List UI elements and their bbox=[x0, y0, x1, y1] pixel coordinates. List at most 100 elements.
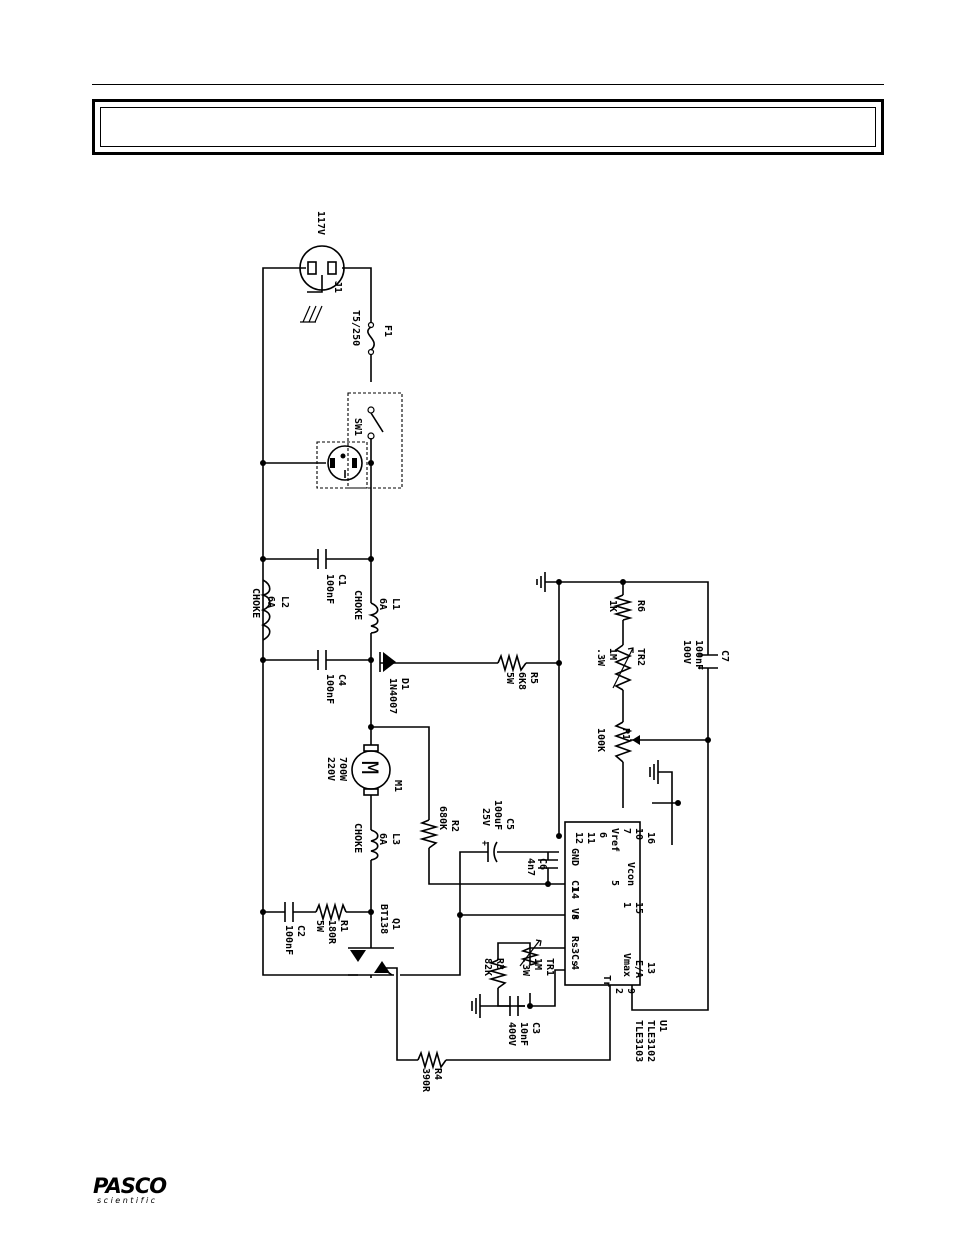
c5-capacitor: + C5 100uF 25V bbox=[480, 800, 515, 863]
c3-voltage-label: 400V bbox=[506, 1022, 517, 1046]
tr1-ref-label: TR1 bbox=[544, 958, 555, 976]
pin-1-label: 1 bbox=[621, 902, 632, 908]
pin-10-label: 10 bbox=[633, 828, 644, 840]
l2-ref-label: L2 bbox=[279, 596, 290, 608]
ground-icon-ic bbox=[649, 760, 659, 784]
c6-capacitor: C6 4n7 bbox=[525, 858, 558, 876]
d1-diode: D1 1N4007 bbox=[379, 652, 410, 714]
r1-power-label: 5W bbox=[314, 920, 325, 933]
pin-8-label: 8 bbox=[569, 914, 580, 920]
r6-ref-label: R6 bbox=[635, 600, 646, 612]
ground-icon-c3 bbox=[471, 994, 481, 1018]
pin-7-label: 7 bbox=[621, 828, 632, 834]
j1-ref-label: J1 bbox=[332, 281, 343, 293]
tr1-trimmer: TR1 1M .3W bbox=[519, 939, 555, 977]
ground-symbols bbox=[471, 572, 659, 1018]
tr2-trimmer: TR2 1M .3W bbox=[595, 644, 646, 691]
header-rule bbox=[92, 84, 884, 85]
l3-value-label: 6A bbox=[377, 833, 388, 845]
pin-11-label: 11 bbox=[585, 832, 596, 844]
l1-type-label: CHOKE bbox=[352, 590, 363, 620]
m1-symbol: M bbox=[356, 761, 381, 774]
r4-ref-label: R4 bbox=[432, 1068, 443, 1080]
pin-tr-label: Tr bbox=[601, 975, 612, 987]
c1-ref-label: C1 bbox=[336, 574, 347, 586]
r4-resistor: R4 390R bbox=[417, 1050, 447, 1093]
p1-value-label: 100K bbox=[595, 728, 606, 752]
u1-ref-label: U1 bbox=[657, 1020, 668, 1032]
l1-choke: L1 6A CHOKE bbox=[352, 590, 401, 634]
c5-polarity: + bbox=[482, 839, 488, 849]
r3-resistor: R3 82K bbox=[482, 958, 508, 989]
q1-value-label: BT138 bbox=[378, 904, 389, 934]
u1-part-a-label: TLE3102 bbox=[645, 1020, 656, 1062]
r5-value-label: 6K8 bbox=[516, 672, 527, 690]
logo-wordmark: PASCO bbox=[93, 1174, 167, 1198]
u1-ic: 12 11 6 GND CI Vs Rs Cs 14 8 3 4 Tr 2 9 … bbox=[564, 821, 668, 1062]
pin-vs-label: Vs bbox=[569, 908, 580, 920]
pin-3-label: 3 bbox=[569, 948, 580, 954]
r1-ref-label: R1 bbox=[338, 920, 349, 932]
m1-value-label: 700W bbox=[337, 757, 348, 782]
r4-value-label: 390R bbox=[420, 1068, 431, 1093]
pin-6-label: 6 bbox=[597, 832, 608, 838]
d1-ref-label: D1 bbox=[399, 678, 410, 690]
c3-ref-label: C3 bbox=[530, 1022, 541, 1034]
r5-power-label: 5W bbox=[504, 672, 515, 685]
logo-tagline: scientific bbox=[97, 1196, 158, 1205]
c1-capacitor: C1 100nF bbox=[317, 549, 347, 604]
d1-value-label: 1N4007 bbox=[387, 678, 398, 714]
pasco-logo: PASCO scientific bbox=[93, 1174, 177, 1206]
c4-ref-label: C4 bbox=[336, 674, 347, 686]
r2-resistor: R2 680K bbox=[419, 806, 460, 849]
c4-capacitor: C4 100nF bbox=[317, 650, 347, 704]
f1-ref-label: F1 bbox=[382, 325, 393, 337]
pin-15-label: 15 bbox=[633, 902, 644, 914]
sw1-switch: SW1 bbox=[316, 392, 403, 489]
pin-13-label: 13 bbox=[645, 962, 656, 974]
p1-ref-label: P1 bbox=[620, 728, 631, 740]
pin-vmax-label: Vmax bbox=[621, 953, 632, 977]
pin-16-label: 16 bbox=[645, 832, 656, 844]
l2-choke: L2 6A CHOKE bbox=[250, 579, 290, 641]
c7-capacitor: C7 100nF 100V bbox=[681, 640, 730, 670]
c5-value-label: 100uF bbox=[492, 800, 503, 830]
tr2-value-label: 1M bbox=[607, 648, 618, 660]
r3-value-label: 82K bbox=[482, 958, 493, 976]
title-box-inner bbox=[100, 107, 876, 147]
c6-value-label: 4n7 bbox=[525, 858, 536, 876]
f1-fuse: F1 T5/250 bbox=[350, 310, 393, 356]
c4-value-label: 100nF bbox=[324, 674, 335, 704]
c7-value-label: 100nF bbox=[693, 640, 704, 670]
l2-type-label: CHOKE bbox=[250, 588, 261, 618]
tr1-value-label: 1M bbox=[532, 958, 543, 970]
f1-value-label: T5/250 bbox=[350, 310, 361, 346]
pin-rscs-label: Rs Cs bbox=[569, 936, 580, 966]
title-box bbox=[92, 99, 884, 155]
c7-ref-label: C7 bbox=[719, 650, 730, 662]
m1-motor: M M1 700W 220V bbox=[325, 744, 403, 796]
pin-14-label: 14 bbox=[569, 887, 580, 899]
r6-value-label: 1K bbox=[607, 600, 618, 612]
q1-ref-label: Q1 bbox=[390, 918, 401, 930]
sw1-ref-label: SW1 bbox=[352, 418, 363, 436]
r5-ref-label: R5 bbox=[528, 672, 539, 684]
c5-voltage-label: 25V bbox=[480, 808, 491, 826]
u1-part-b-label: TLE3103 bbox=[633, 1020, 644, 1062]
c3-value-label: 10nF bbox=[518, 1022, 529, 1046]
c2-value-label: 100nF bbox=[283, 925, 294, 955]
c7-voltage-label: 100V bbox=[681, 640, 692, 664]
tr2-ref-label: TR2 bbox=[635, 648, 646, 666]
m1-voltage-label: 220V bbox=[325, 757, 336, 781]
pin-5-label: 5 bbox=[609, 880, 620, 886]
l1-ref-label: L1 bbox=[390, 598, 401, 610]
l2-value-label: 6A bbox=[265, 596, 276, 608]
tr2-extra-label: .3W bbox=[595, 648, 606, 667]
pin-gnd-label: GND bbox=[569, 848, 580, 866]
l3-ref-label: L3 bbox=[390, 833, 401, 845]
q1-triac: Q1 BT138 bbox=[348, 904, 401, 976]
r2-ref-label: R2 bbox=[449, 820, 460, 832]
junctions bbox=[260, 460, 711, 1009]
pin-12-label: 12 bbox=[573, 832, 584, 844]
